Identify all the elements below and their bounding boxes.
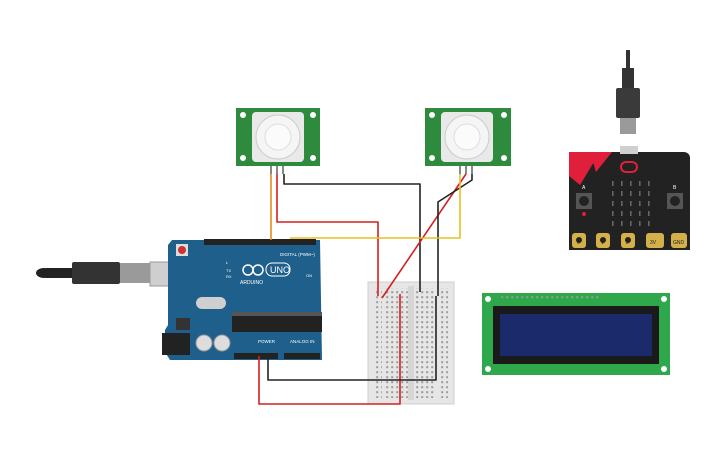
pir-2-dome-inner bbox=[453, 123, 481, 151]
wire-red-5v[interactable] bbox=[258, 294, 401, 405]
microbit-button-a-label: A bbox=[582, 185, 586, 191]
pir-1-mount-hole bbox=[240, 112, 246, 118]
arduino-logo-text: ARDUINO bbox=[240, 280, 263, 286]
chip-socket bbox=[232, 312, 322, 316]
usb-cable-microbit bbox=[616, 50, 640, 134]
microbit-button-b[interactable] bbox=[667, 193, 683, 209]
led-label-rx: RX bbox=[226, 274, 232, 279]
power-header bbox=[234, 353, 278, 359]
arduino-logo bbox=[242, 264, 264, 276]
regulator bbox=[176, 318, 190, 330]
microbit-usb-port bbox=[620, 146, 638, 154]
lcd-mount-hole bbox=[661, 366, 667, 372]
pir-2-pin bbox=[471, 166, 473, 174]
led-label-tx: TX bbox=[226, 268, 231, 273]
breadboard-rail-right bbox=[440, 288, 448, 398]
microbit-button-b-label: B bbox=[673, 185, 677, 191]
reset-button-cap bbox=[178, 246, 186, 254]
microbit-board[interactable]: A B 0 1 2 3V GND bbox=[569, 146, 690, 250]
pir-sensor-2[interactable] bbox=[425, 108, 511, 174]
microbit-button-a[interactable] bbox=[576, 193, 592, 209]
led-label-l: L bbox=[226, 260, 229, 265]
pir-1-pin bbox=[270, 166, 272, 174]
pir-2-pin bbox=[459, 166, 461, 174]
atmega-chip bbox=[232, 316, 322, 332]
pir-1-mount-hole bbox=[310, 155, 316, 161]
microbit-pin-label-1: 1 bbox=[601, 240, 604, 246]
pir-2-pin bbox=[465, 166, 467, 174]
pir-1-mount-hole bbox=[240, 155, 246, 161]
lcd-display[interactable] bbox=[482, 293, 670, 375]
microbit-pin-0[interactable] bbox=[572, 233, 586, 248]
pir-1-pin bbox=[276, 166, 278, 174]
capacitor-1 bbox=[195, 334, 213, 352]
microbit-pin-label-2: 2 bbox=[626, 240, 629, 246]
digital-pins-label: DIGITAL (PWM~) bbox=[280, 252, 315, 257]
microbit-pin-2[interactable] bbox=[621, 233, 635, 248]
microbit-pin-label-0: 0 bbox=[577, 240, 580, 246]
analog-header bbox=[284, 353, 320, 359]
lcd-mount-hole bbox=[661, 296, 667, 302]
microbit-pin-label-gnd: GND bbox=[673, 240, 685, 246]
microbit-accent bbox=[569, 152, 600, 185]
microbit-accent bbox=[590, 152, 612, 172]
arduino-uno-board[interactable]: ARDUINO UNO DIGITAL (PWM~) POWER ANALOG … bbox=[162, 239, 322, 360]
digital-header bbox=[204, 239, 316, 245]
pir-2-mount-hole bbox=[429, 112, 435, 118]
arduino-model-text: UNO bbox=[270, 265, 290, 275]
microbit-pin-gnd[interactable] bbox=[671, 233, 687, 248]
pir-2-mount-hole bbox=[501, 112, 507, 118]
microbit-led-matrix bbox=[612, 181, 650, 226]
breadboard-channel bbox=[408, 286, 414, 400]
microbit-logo-icon[interactable] bbox=[620, 161, 638, 173]
crystal bbox=[196, 297, 226, 309]
led-label-on: ON bbox=[306, 273, 312, 278]
pir-1-dome-inner bbox=[264, 123, 292, 151]
breadboard[interactable] bbox=[367, 281, 455, 405]
wire-black-pir2-gnd[interactable] bbox=[437, 174, 473, 296]
analog-in-label: ANALOG IN bbox=[290, 339, 315, 344]
lcd-screen bbox=[500, 314, 652, 356]
wire-red-pir2-vcc[interactable] bbox=[381, 173, 467, 299]
usb-cable-arduino bbox=[36, 261, 183, 287]
breadboard-rail-left bbox=[374, 288, 382, 398]
lcd-mount-hole bbox=[485, 296, 491, 302]
wire-black-gnd[interactable] bbox=[267, 296, 437, 381]
power-label: POWER bbox=[258, 339, 276, 344]
wire-yellow-pir2-out[interactable] bbox=[290, 174, 461, 239]
capacitor-2 bbox=[213, 334, 231, 352]
lcd-header-pins bbox=[500, 294, 600, 300]
pir-2-mount-hole bbox=[429, 155, 435, 161]
microbit-pin-1[interactable] bbox=[596, 233, 610, 248]
breadboard-terminal-right bbox=[414, 288, 436, 398]
wire-red-pir1-vcc[interactable] bbox=[276, 174, 379, 296]
pir-sensor-1[interactable] bbox=[236, 108, 320, 174]
dc-jack bbox=[162, 333, 190, 355]
microbit-pin-3v[interactable] bbox=[646, 233, 664, 248]
microbit-pin-label-3v: 3V bbox=[650, 240, 657, 246]
wires bbox=[258, 173, 473, 405]
breadboard-terminal-left bbox=[386, 288, 408, 398]
pir-2-mount-hole bbox=[501, 155, 507, 161]
lcd-mount-hole bbox=[485, 366, 491, 372]
pir-1-pin bbox=[282, 166, 284, 174]
microbit-led-icon bbox=[582, 212, 586, 216]
pir-1-mount-hole bbox=[310, 112, 316, 118]
